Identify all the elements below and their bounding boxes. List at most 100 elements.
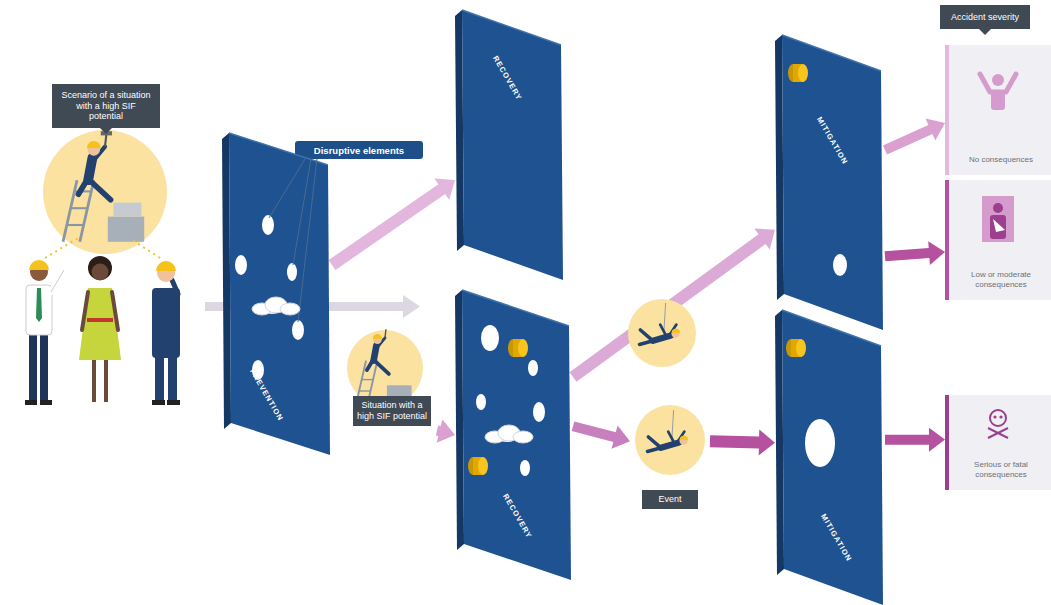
leg	[640, 341, 654, 345]
skull-icon	[990, 410, 1006, 426]
plate-face	[229, 133, 330, 455]
man-head	[30, 263, 48, 281]
barrier-hole	[262, 215, 274, 235]
arrow-shape	[883, 119, 945, 155]
woman-dress	[79, 288, 121, 360]
block	[113, 203, 141, 217]
falling-worker	[640, 303, 681, 344]
man-shirt	[26, 285, 52, 335]
flow-arrow	[570, 229, 776, 382]
barrier-peg	[473, 457, 483, 475]
flow-arrow	[883, 119, 945, 155]
barrier-name: PREVENTION	[248, 367, 285, 422]
arrow-shape	[329, 179, 455, 271]
plate-face	[782, 35, 883, 330]
barrier-hole	[263, 302, 281, 314]
barrier-hole	[496, 428, 518, 442]
torso	[653, 335, 671, 340]
severity-header: Accident severity	[940, 5, 1030, 29]
lanyard	[672, 410, 674, 441]
plate-side	[775, 310, 784, 575]
barrier-peg	[793, 64, 803, 82]
happy-icon-body	[991, 90, 1005, 110]
leader-line	[293, 159, 311, 265]
plate-face	[462, 10, 563, 280]
worker-shoe	[167, 400, 180, 405]
scene-text: Situation with a high SIF potential	[356, 400, 428, 422]
callout-text: Disruptive elements	[314, 145, 404, 156]
worker-shoe	[152, 400, 165, 405]
plate-face	[462, 290, 571, 580]
torso	[88, 158, 92, 180]
plate-shape	[775, 35, 885, 330]
hammer-handle	[105, 134, 106, 147]
leg	[367, 361, 373, 371]
helmet	[373, 334, 383, 339]
scene-label: Situation with a high SIF potential	[353, 396, 431, 426]
outcome-box: Low or moderate consequences	[945, 180, 1051, 300]
arm	[677, 432, 684, 443]
ladder-rail	[80, 180, 94, 242]
man-helmet	[29, 260, 49, 270]
flow-head	[403, 295, 420, 318]
man-arm	[51, 270, 64, 292]
arrow-shape	[885, 241, 945, 265]
worker-leg	[168, 352, 177, 402]
woman-leg	[92, 355, 96, 402]
plate-shape	[222, 133, 332, 455]
injury-icon-body	[990, 215, 1006, 239]
falling-worker	[648, 410, 689, 451]
mitigation-barrier: MITIGATION	[775, 310, 885, 605]
situation-circle	[347, 330, 423, 406]
hammer-handle	[384, 329, 386, 338]
falling-circle	[628, 299, 696, 367]
barrier-peg	[791, 339, 801, 357]
man-shoe	[40, 400, 52, 405]
plate-shape	[455, 10, 565, 280]
scene-text: Event	[645, 494, 695, 505]
helmet	[87, 141, 101, 148]
cloud	[498, 425, 520, 441]
outcome-text: No consequences	[969, 155, 1033, 165]
cloud	[485, 431, 505, 443]
man-tie	[36, 288, 42, 322]
block	[387, 385, 412, 398]
ladder-rung	[74, 190, 91, 192]
woman-arm	[112, 292, 118, 330]
barrier-peg-back	[468, 457, 478, 475]
plate-side	[455, 10, 464, 251]
barrier-hole	[252, 360, 264, 380]
ladder-rung	[362, 379, 373, 380]
cloud	[513, 431, 533, 443]
head	[88, 143, 101, 156]
flow-band	[205, 302, 405, 311]
woman-head	[92, 264, 109, 281]
arm	[668, 432, 674, 444]
arrow-shape	[572, 422, 630, 449]
event-node: Event	[630, 402, 710, 514]
situation-node: Situation with a high SIF potential	[345, 328, 437, 453]
leg	[375, 361, 389, 374]
barrier-hole	[528, 360, 538, 376]
injury-icon-sling	[993, 219, 1005, 232]
plate-shape	[775, 310, 885, 605]
scenario-circle	[43, 130, 167, 254]
cloud	[265, 297, 287, 313]
barrier-hole	[833, 254, 847, 276]
plate-edge	[782, 310, 881, 346]
climbing-worker	[357, 329, 412, 402]
event-circle	[635, 405, 705, 475]
prevention-barrier: PREVENTION	[222, 133, 332, 455]
arrow-shape	[570, 229, 776, 382]
flow-arrow	[572, 422, 630, 449]
plate-face	[782, 310, 883, 605]
outcome-text: Serious or fatal consequences	[957, 460, 1045, 480]
barrier-peg-face	[518, 339, 528, 357]
cloud	[280, 303, 300, 315]
plate-edge	[229, 133, 328, 165]
barrier-peg	[513, 339, 523, 357]
